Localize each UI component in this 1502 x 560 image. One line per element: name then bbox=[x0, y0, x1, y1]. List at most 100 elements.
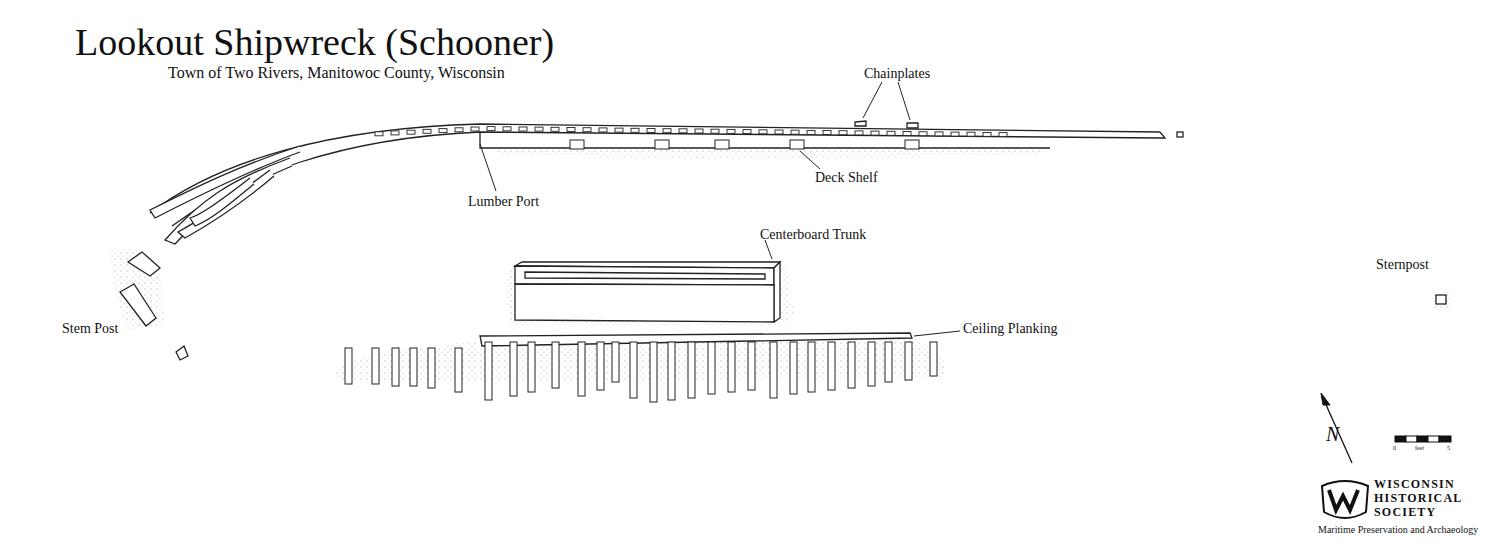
frame-timber bbox=[650, 342, 657, 402]
hull-port bbox=[647, 129, 655, 133]
frame-timber bbox=[808, 342, 815, 392]
stem-post bbox=[128, 252, 160, 276]
hanging-timber bbox=[715, 140, 729, 149]
subtitle: Town of Two Rivers, Manitowoc County, Wi… bbox=[168, 64, 505, 82]
frame-timber bbox=[748, 342, 755, 390]
leader-line bbox=[863, 82, 882, 118]
hull-port bbox=[455, 128, 463, 132]
hull-port bbox=[599, 128, 607, 132]
hull-port bbox=[679, 129, 687, 133]
part-label: Centerboard Trunk bbox=[760, 227, 866, 242]
hanging-timber bbox=[905, 140, 919, 149]
hull-port bbox=[775, 130, 783, 134]
hull-port bbox=[951, 132, 959, 136]
centerboard-trunk bbox=[515, 266, 774, 285]
leader-line bbox=[480, 144, 496, 191]
broken-plank bbox=[190, 178, 254, 226]
broken-plank bbox=[165, 158, 292, 244]
hull-port bbox=[967, 132, 975, 136]
sand-stipple bbox=[110, 146, 1452, 382]
frame-timber bbox=[790, 342, 797, 394]
hull-port bbox=[759, 130, 767, 134]
hull-port bbox=[823, 131, 831, 135]
hull-port bbox=[503, 127, 511, 131]
hull-port bbox=[711, 129, 719, 133]
frame-timber bbox=[372, 348, 379, 384]
broken-plank bbox=[178, 170, 274, 238]
centerboard-trunk bbox=[515, 284, 774, 322]
hull-port bbox=[535, 127, 543, 131]
scale-block bbox=[1395, 436, 1406, 442]
frame-timber bbox=[510, 342, 517, 396]
logo-shield bbox=[1322, 481, 1368, 518]
hull-port bbox=[855, 131, 863, 135]
frame-timber bbox=[868, 342, 875, 386]
frame-timber bbox=[528, 342, 535, 392]
frame-timber bbox=[930, 342, 937, 376]
hull-port bbox=[519, 127, 527, 131]
scale-number: 0 bbox=[1393, 445, 1396, 452]
hull-port bbox=[487, 127, 495, 131]
fragment bbox=[176, 346, 188, 360]
hull-line bbox=[172, 132, 1160, 226]
logo-mark bbox=[1329, 490, 1358, 510]
frame-timber bbox=[345, 348, 352, 384]
centerboard-trunk bbox=[774, 262, 780, 322]
frame-timber bbox=[485, 342, 492, 400]
hull-port bbox=[423, 129, 431, 133]
part-label: Lumber Port bbox=[468, 194, 539, 209]
hull-side bbox=[120, 121, 1446, 360]
hull-port bbox=[807, 130, 815, 134]
lumber-ports bbox=[375, 127, 1007, 149]
hull-port bbox=[439, 129, 447, 133]
hull-line bbox=[150, 124, 1160, 213]
frame-timber bbox=[392, 348, 399, 386]
sand-stipple bbox=[505, 262, 795, 325]
frame-timber bbox=[410, 348, 417, 386]
hull-port bbox=[999, 133, 1007, 137]
part-label: Deck Shelf bbox=[815, 170, 878, 185]
title: Lookout Shipwreck (Schooner) bbox=[75, 22, 554, 64]
hanging-timber bbox=[570, 140, 584, 149]
frame-timber bbox=[688, 342, 695, 398]
leader-line bbox=[914, 331, 960, 336]
frame-timber bbox=[630, 342, 637, 398]
frame-timber bbox=[455, 348, 462, 392]
scale-block bbox=[1406, 436, 1417, 442]
frame-timber bbox=[848, 342, 855, 388]
frame-timber bbox=[552, 342, 559, 388]
society-name: WISCONSIN bbox=[1374, 478, 1455, 491]
deck-shelf bbox=[480, 133, 1050, 148]
arrowhead bbox=[1321, 393, 1330, 405]
sand-stipple bbox=[1432, 292, 1452, 310]
frame-timber bbox=[905, 342, 912, 380]
sand-stipple bbox=[110, 248, 165, 331]
hull-port bbox=[743, 130, 751, 134]
society-division: Maritime Preservation and Archaeology bbox=[1318, 524, 1478, 535]
hanging-timber bbox=[790, 140, 804, 149]
hanging-timber bbox=[655, 140, 669, 149]
frame-timber bbox=[708, 342, 715, 394]
scale-unit: feet bbox=[1415, 445, 1424, 452]
hull-port bbox=[471, 127, 479, 131]
frame-timber bbox=[770, 342, 777, 398]
hull-port bbox=[615, 128, 623, 132]
chainplate bbox=[907, 123, 918, 128]
frame-timber bbox=[885, 342, 892, 382]
hull-port bbox=[839, 131, 847, 135]
hull-line bbox=[1160, 132, 1165, 138]
hull-port bbox=[871, 131, 879, 135]
hull-port bbox=[903, 132, 911, 136]
hull-port bbox=[551, 127, 559, 131]
north-label: N bbox=[1326, 423, 1339, 445]
hull-port bbox=[631, 128, 639, 132]
frame-timber bbox=[597, 342, 604, 390]
frame-timber bbox=[668, 342, 675, 400]
hull-port bbox=[407, 130, 415, 134]
hull-port bbox=[375, 132, 383, 136]
part-label: Stem Post bbox=[62, 321, 118, 336]
frame-timber bbox=[728, 342, 735, 392]
scale-block bbox=[1439, 436, 1451, 442]
part-label: Chainplates bbox=[864, 66, 930, 81]
hull-port bbox=[663, 129, 671, 133]
